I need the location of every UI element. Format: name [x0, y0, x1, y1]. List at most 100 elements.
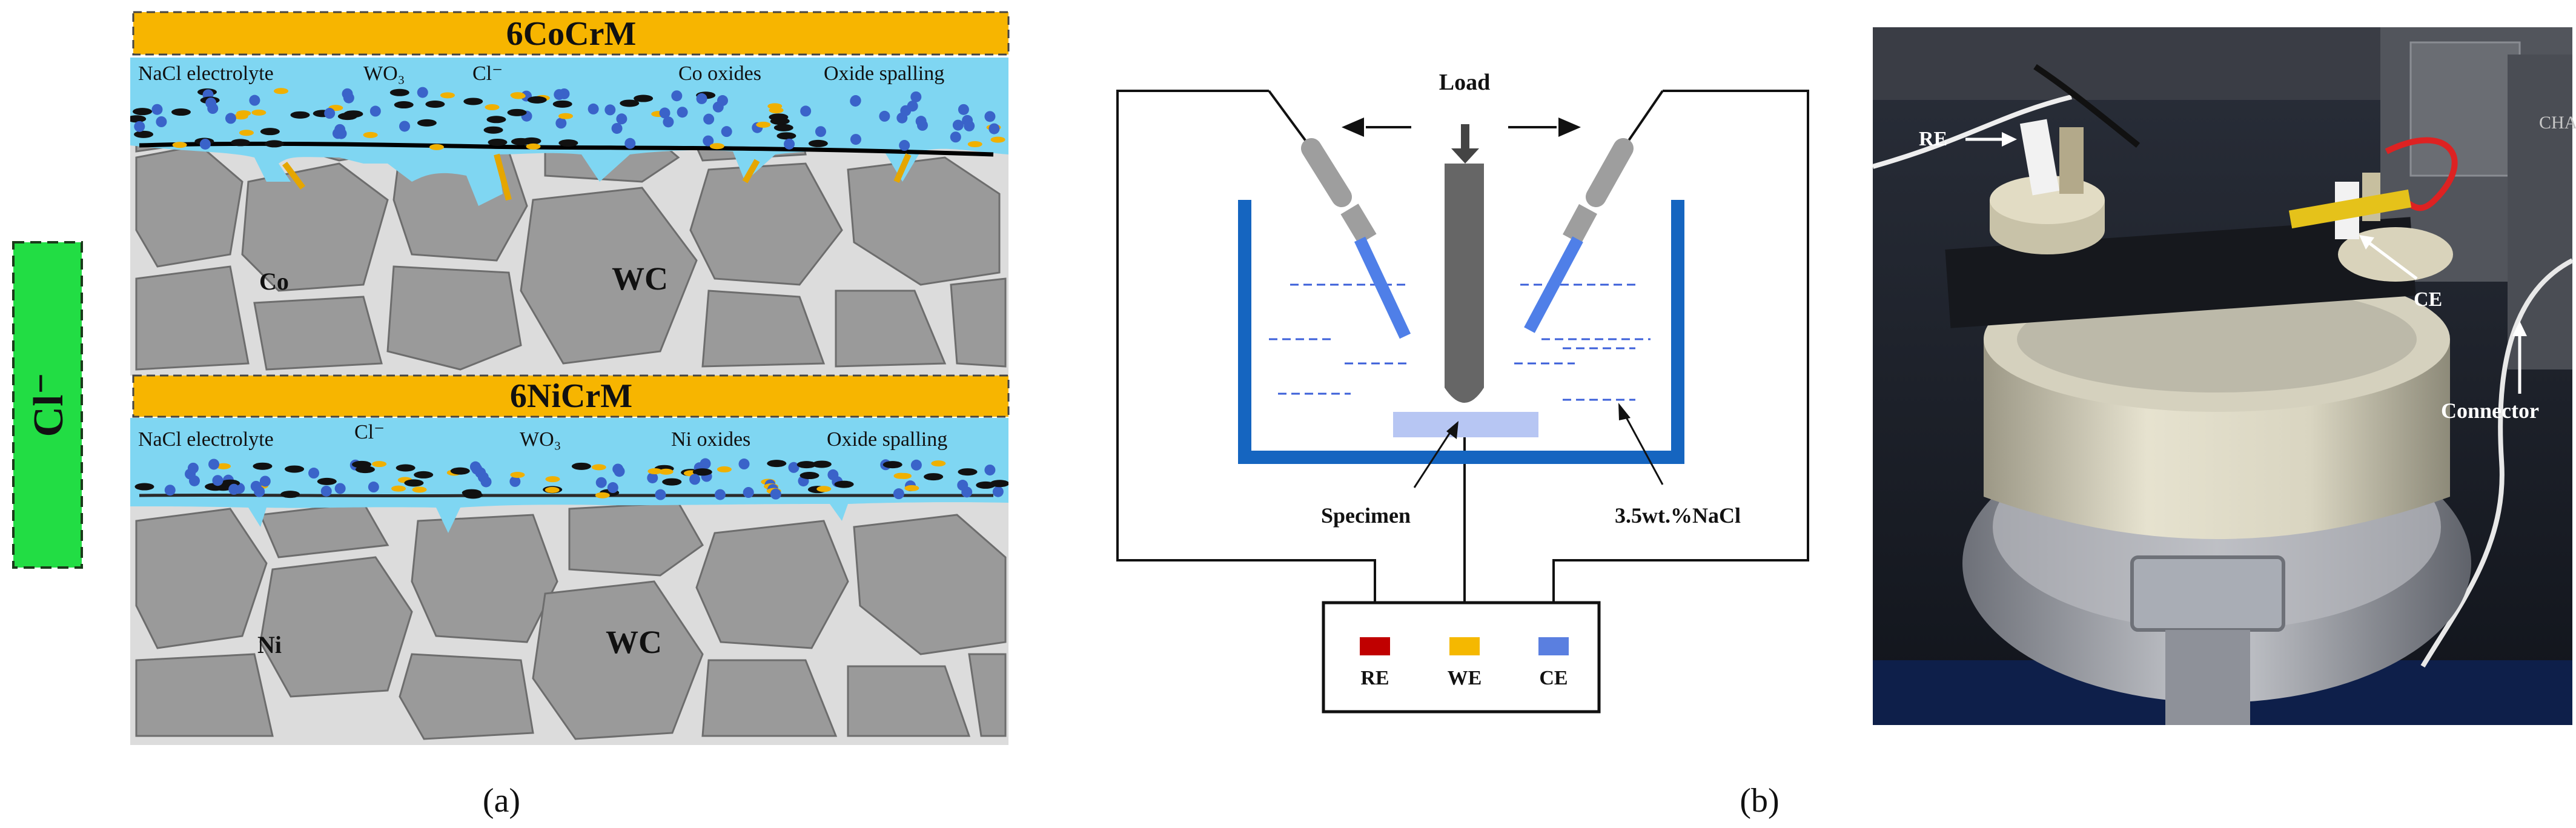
chloride-sidebar: Cl⁻ [12, 241, 83, 569]
particle [904, 485, 919, 491]
particle [216, 463, 231, 469]
particle [164, 485, 176, 496]
particle [156, 116, 167, 127]
particle [773, 124, 793, 131]
particle [721, 126, 732, 137]
particle [910, 459, 922, 471]
particle [967, 141, 982, 148]
specimen-pointer [1413, 421, 1459, 488]
particle [417, 119, 437, 127]
particle [604, 104, 616, 116]
particle [545, 476, 560, 483]
particle [343, 110, 363, 118]
yellow-clip [2288, 189, 2412, 229]
particle [709, 143, 724, 150]
particle [950, 131, 961, 143]
particle [607, 482, 618, 494]
particle [290, 111, 310, 119]
photo-corner-text: CHA [2539, 113, 2576, 133]
particle [526, 143, 541, 150]
photo-connector-label: Connector [2441, 321, 2539, 423]
particle [483, 126, 503, 134]
particle [404, 479, 424, 487]
particle [254, 486, 265, 497]
particle [545, 486, 560, 493]
particle [334, 483, 346, 494]
particle [800, 472, 819, 480]
particle [958, 104, 969, 115]
particle [463, 491, 483, 499]
particle [510, 92, 525, 99]
top-label-electrolyte: NaCl electrolyte [138, 62, 274, 85]
particle [133, 108, 153, 116]
particle [658, 468, 674, 475]
particle [485, 104, 500, 111]
particle [511, 137, 531, 145]
particle [992, 486, 1004, 497]
cable-white [1872, 94, 2072, 169]
bottom-label-binder: Ni [257, 631, 282, 658]
potentiostat-box: RE WE CE [1322, 601, 1601, 714]
particle [527, 96, 547, 104]
particle [655, 489, 666, 500]
ce-terminal-label: CE [1539, 667, 1568, 689]
ce-terminal[interactable] [1538, 637, 1569, 655]
top-band-label: 6CoCrM [506, 15, 637, 53]
we-terminal[interactable] [1449, 637, 1480, 655]
panel-b-schematic: Load Specimen 3.5wt.%NaCl RE WE CE [1116, 70, 1809, 714]
particle [882, 461, 902, 469]
particle [259, 475, 271, 487]
particle [199, 138, 211, 150]
working-electrode [1445, 124, 1484, 403]
particle [984, 464, 996, 475]
particle [317, 477, 337, 485]
bottom-label-oxides: Ni oxides [671, 428, 750, 451]
particle [324, 108, 336, 119]
particle [788, 462, 800, 473]
particle [554, 89, 565, 101]
particle [689, 474, 701, 485]
particle [280, 491, 300, 498]
bottom-band-label: 6NiCrM [510, 377, 632, 415]
particle [591, 464, 606, 471]
panel-a-top: 6CoCrM [130, 11, 1010, 376]
particle [611, 122, 623, 134]
bottom-label-carbide: WC [606, 624, 662, 660]
particle [899, 140, 910, 151]
load-label: Load [1439, 70, 1490, 95]
particle [134, 130, 154, 138]
particle [958, 468, 978, 476]
particle [988, 123, 1000, 134]
particle [471, 463, 483, 475]
particle [767, 460, 787, 468]
particle [990, 136, 1005, 143]
we-terminal-label: WE [1448, 667, 1482, 689]
particle [372, 461, 387, 468]
cable-white-right [2420, 258, 2574, 668]
particle [130, 115, 147, 123]
particle [808, 139, 828, 147]
particle [624, 137, 636, 149]
particle [743, 487, 754, 498]
particle [450, 467, 470, 475]
particle [188, 475, 200, 486]
particle [703, 135, 714, 147]
particle [171, 108, 191, 116]
specimen-block [1393, 412, 1538, 437]
particle [172, 142, 187, 148]
re-terminal[interactable] [1360, 637, 1390, 655]
particle [796, 461, 816, 469]
particle [368, 482, 379, 493]
particle [308, 468, 320, 479]
particle [717, 95, 728, 107]
particle [555, 118, 567, 129]
svg-text:CE: CE [2414, 288, 2442, 311]
particle [879, 110, 890, 122]
particle [571, 462, 591, 470]
photo-ce-label: CE [2359, 235, 2442, 311]
particle [363, 131, 378, 138]
svg-text:Connector: Connector [2441, 399, 2539, 423]
particle [320, 485, 332, 497]
cable-black [2033, 64, 2141, 148]
bottom-label-cl: Cl⁻ [354, 421, 385, 443]
